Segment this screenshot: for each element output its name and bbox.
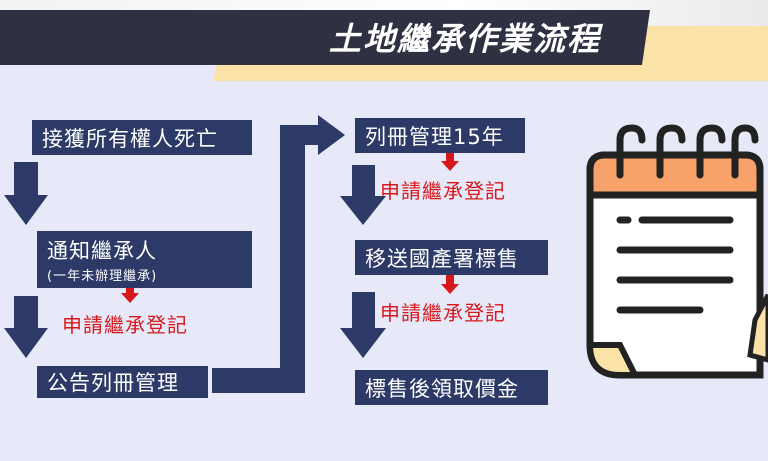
red-arrow (121, 283, 139, 303)
step-transfer-for-sale: 移送國產署標售 (355, 240, 548, 275)
step-notify-heirs: 通知繼承人 (一年未辦理繼承) (37, 231, 252, 288)
down-arrow (340, 165, 386, 225)
connector-arrow (212, 115, 345, 393)
branch-apply-registration: 申請繼承登記 (62, 313, 188, 337)
step-receive-proceeds: 標售後領取價金 (355, 370, 548, 405)
down-arrow (340, 292, 386, 358)
step-label: 通知繼承人 (47, 239, 157, 263)
down-arrow (4, 162, 48, 225)
down-arrow (4, 296, 48, 358)
branch-apply-registration: 申請繼承登記 (380, 179, 506, 203)
step-label: 移送國產署標售 (365, 246, 519, 271)
step-label: 標售後領取價金 (365, 376, 519, 401)
page-title: 土地繼承作業流程 (328, 20, 601, 58)
step-label: 公告列冊管理 (47, 371, 179, 395)
title-bar (0, 10, 650, 65)
step-public-listing: 公告列冊管理 (37, 366, 208, 398)
step-listing-15-years: 列冊管理15年 (355, 118, 525, 153)
step-note: (一年未辦理繼承) (47, 269, 158, 284)
step-label: 接獲所有權人死亡 (42, 126, 218, 151)
step-label: 列冊管理15年 (365, 124, 504, 149)
branch-apply-registration: 申請繼承登記 (380, 301, 506, 325)
notepad-icon (586, 124, 768, 379)
red-arrow (441, 150, 459, 171)
step-owner-death: 接獲所有權人死亡 (32, 120, 252, 155)
red-arrow (441, 273, 459, 294)
